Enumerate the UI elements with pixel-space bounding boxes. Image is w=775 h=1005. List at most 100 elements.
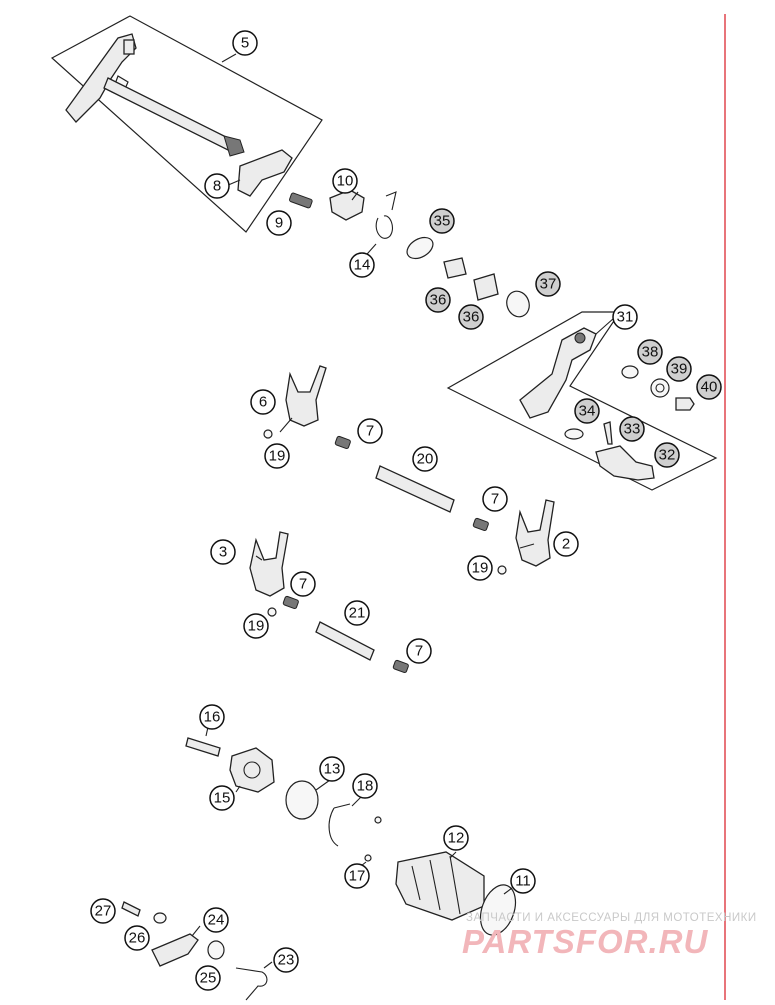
bushing-part-36b <box>473 273 499 301</box>
lock-washer-part-39 <box>650 378 670 398</box>
callout-14: 14 <box>349 252 375 278</box>
callout-33: 33 <box>619 416 645 442</box>
callout-3: 3 <box>210 539 236 565</box>
svg-text:40: 40 <box>701 379 718 396</box>
svg-text:18: 18 <box>357 778 374 795</box>
svg-text:20: 20 <box>417 451 434 468</box>
callout-8: 8 <box>204 173 230 199</box>
roller-part-19c <box>267 607 277 617</box>
callout-2: 2 <box>553 531 579 557</box>
svg-text:12: 12 <box>448 830 465 847</box>
callout-27: 27 <box>90 898 116 924</box>
callout-7b: 7 <box>482 486 508 512</box>
svg-text:24: 24 <box>208 912 225 929</box>
spring-part-7b <box>472 517 489 532</box>
screw-part-18 <box>374 816 382 824</box>
shift-lever-group-box <box>446 311 718 491</box>
washer-part-38 <box>621 365 639 379</box>
svg-text:36: 36 <box>463 309 480 326</box>
pin-part-33 <box>603 421 613 445</box>
roller-part-19b <box>497 565 507 575</box>
callout-19b: 19 <box>467 555 493 581</box>
svg-text:7: 7 <box>299 576 307 593</box>
shift-fork-part-2 <box>515 499 555 567</box>
callout-32: 32 <box>654 442 680 468</box>
bolt-part-16 <box>185 737 221 757</box>
callout-36b: 36 <box>458 304 484 330</box>
callout-35: 35 <box>429 208 455 234</box>
callout-7c: 7 <box>290 571 316 597</box>
roller-part-25 <box>207 940 225 960</box>
spring-clip-part-14 <box>375 191 397 239</box>
svg-text:21: 21 <box>349 605 366 622</box>
svg-text:7: 7 <box>491 491 499 508</box>
callout-38: 38 <box>637 339 663 365</box>
callout-40: 40 <box>696 374 722 400</box>
svg-text:9: 9 <box>275 215 283 232</box>
svg-text:11: 11 <box>515 873 531 890</box>
callout-37: 37 <box>535 271 561 297</box>
spring-part-9 <box>289 192 313 209</box>
screw-part-17 <box>364 854 372 862</box>
clip-part-34 <box>564 428 584 440</box>
svg-text:15: 15 <box>214 790 231 807</box>
callout-6: 6 <box>250 389 276 415</box>
callout-20: 20 <box>412 446 438 472</box>
svg-text:2: 2 <box>562 536 570 553</box>
callout-25: 25 <box>195 965 221 991</box>
spring-part-7a <box>334 435 351 450</box>
callout-13: 13 <box>319 756 345 782</box>
bushing-part-36a <box>443 257 467 279</box>
callout-19c: 19 <box>243 613 269 639</box>
washer-part-26 <box>153 912 167 924</box>
svg-text:3: 3 <box>219 544 227 561</box>
svg-text:35: 35 <box>434 213 451 230</box>
watermark-subtitle: ЗАПЧАСТИ И АКСЕССУАРЫ ДЛЯ МОТОТЕХНИКИ <box>466 912 757 924</box>
shift-pawl-part-10 <box>329 189 365 221</box>
svg-text:19: 19 <box>269 448 286 465</box>
svg-text:34: 34 <box>579 403 596 420</box>
shift-lever-part <box>519 327 597 419</box>
callout-39: 39 <box>666 356 692 382</box>
callout-23: 23 <box>273 947 299 973</box>
svg-text:6: 6 <box>259 394 267 411</box>
fork-rail-part-21 <box>315 621 375 661</box>
watermark-brand: PARTSFOR.RU <box>462 923 708 960</box>
svg-text:32: 32 <box>659 447 676 464</box>
shift-plate-part <box>237 149 293 197</box>
bolt-part-40 <box>675 397 695 411</box>
svg-text:10: 10 <box>337 173 354 190</box>
svg-text:25: 25 <box>200 970 217 987</box>
callout-19a: 19 <box>264 443 290 469</box>
callout-16: 16 <box>199 704 225 730</box>
svg-text:27: 27 <box>95 903 112 920</box>
svg-text:31: 31 <box>617 309 634 326</box>
svg-text:33: 33 <box>624 421 641 438</box>
retainer-part-18 <box>328 803 351 847</box>
svg-text:36: 36 <box>430 292 447 309</box>
roller-part-19a <box>263 429 273 439</box>
svg-text:7: 7 <box>415 643 423 660</box>
shift-drum-part-12 <box>395 851 485 921</box>
shift-shaft-part <box>65 33 245 157</box>
callout-10: 10 <box>332 168 358 194</box>
callout-5: 5 <box>232 30 258 56</box>
callout-12: 12 <box>443 825 469 851</box>
svg-text:17: 17 <box>349 868 366 885</box>
svg-text:14: 14 <box>354 257 371 274</box>
spring-part-7d <box>392 659 409 674</box>
shift-fork-part-3 <box>249 531 289 597</box>
shift-shaft-group-box <box>50 15 323 233</box>
svg-text:37: 37 <box>540 276 557 293</box>
callout-34: 34 <box>574 398 600 424</box>
callout-36a: 36 <box>425 287 451 313</box>
callout-7a: 7 <box>357 418 383 444</box>
shift-fork-part-6 <box>285 365 327 427</box>
svg-text:19: 19 <box>248 618 265 635</box>
callout-9: 9 <box>266 210 292 236</box>
leader-5 <box>221 53 237 63</box>
svg-text:5: 5 <box>241 35 249 52</box>
bearing-part-11 <box>479 884 517 936</box>
fork-rail-part-20 <box>375 465 455 513</box>
